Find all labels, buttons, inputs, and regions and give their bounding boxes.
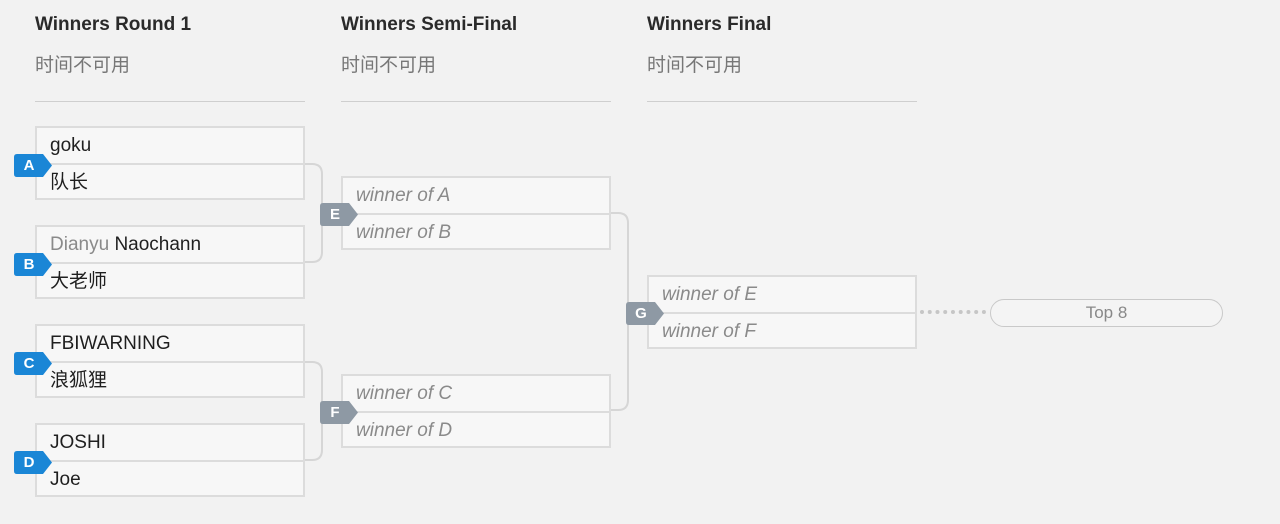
match-badge-e[interactable]: E	[320, 203, 358, 226]
match-badge-d[interactable]: D	[14, 451, 52, 474]
player-slot[interactable]: FBIWARNING	[37, 326, 303, 361]
player-name: 浪狐狸	[50, 370, 108, 391]
round-title: Winners Round 1	[35, 14, 192, 35]
player-slot-placeholder[interactable]: winner of B	[356, 222, 452, 243]
header-divider	[341, 101, 611, 102]
badge-tag-icon	[14, 352, 52, 375]
badge-tag-icon	[626, 302, 664, 325]
player-name: FBIWARNING	[50, 333, 171, 354]
player-slot[interactable]: Dianyu Naochann	[37, 227, 303, 262]
slot-divider	[37, 361, 303, 363]
match-d[interactable]: JOSHI Joe	[35, 423, 305, 497]
match-g[interactable]: winner of E winner of F	[647, 275, 917, 349]
round-title: Winners Final	[647, 14, 772, 35]
header-divider	[647, 101, 917, 102]
header-divider	[35, 101, 305, 102]
round-title: Winners Semi-Final	[341, 14, 518, 35]
badge-label: F	[330, 404, 340, 421]
player-slot[interactable]: goku	[37, 128, 303, 163]
slot-divider	[343, 411, 609, 413]
player-slot[interactable]: 队长	[37, 165, 303, 200]
slot-divider	[343, 213, 609, 215]
match-b[interactable]: Dianyu Naochann 大老师	[35, 225, 305, 299]
team-tag: Dianyu	[50, 234, 110, 255]
slot-divider	[37, 460, 303, 462]
badge-label: E	[329, 206, 340, 223]
badge-label: A	[23, 157, 35, 174]
badge-label: D	[23, 454, 35, 471]
player-name: 队长	[50, 172, 89, 193]
player-slot[interactable]: 浪狐狸	[37, 363, 303, 398]
badge-tag-icon	[320, 203, 358, 226]
match-e[interactable]: winner of A winner of B	[341, 176, 611, 250]
badge-tag-icon	[14, 451, 52, 474]
player-slot-placeholder[interactable]: winner of F	[662, 321, 756, 342]
round-time: 时间不可用	[341, 54, 437, 76]
match-badge-a[interactable]: A	[14, 154, 52, 177]
badge-label: B	[23, 256, 35, 273]
match-f[interactable]: winner of C winner of D	[341, 374, 611, 448]
player-slot-placeholder[interactable]: winner of D	[356, 420, 453, 441]
player-name: JOSHI	[50, 432, 106, 453]
next-stage-pill[interactable]: Top 8	[990, 299, 1223, 327]
player-slot-placeholder[interactable]: winner of C	[356, 383, 453, 404]
player-name: 大老师	[50, 271, 108, 292]
player-slot-placeholder[interactable]: winner of A	[356, 185, 451, 206]
badge-tag-icon	[320, 401, 358, 424]
slot-divider	[37, 262, 303, 264]
slot-divider	[37, 163, 303, 165]
player-slot[interactable]: 大老师	[37, 264, 303, 299]
match-badge-g[interactable]: G	[626, 302, 664, 325]
badge-label: C	[23, 355, 35, 372]
match-badge-b[interactable]: B	[14, 253, 52, 276]
player-slot[interactable]: JOSHI	[37, 425, 303, 460]
player-slot-placeholder[interactable]: winner of E	[662, 284, 758, 305]
player-name: Naochann	[114, 234, 202, 255]
badge-tag-icon	[14, 253, 52, 276]
match-a[interactable]: goku 队长	[35, 126, 305, 200]
badge-tag-icon	[14, 154, 52, 177]
next-stage-connector	[920, 310, 986, 318]
match-badge-f[interactable]: F	[320, 401, 358, 424]
player-name: goku	[50, 135, 92, 156]
match-badge-c[interactable]: C	[14, 352, 52, 375]
round-time: 时间不可用	[35, 54, 131, 76]
badge-label: G	[635, 305, 647, 322]
round-time: 时间不可用	[647, 54, 743, 76]
slot-divider	[649, 312, 915, 314]
player-slot[interactable]: Joe	[37, 462, 303, 497]
player-name: Joe	[50, 469, 81, 490]
match-c[interactable]: FBIWARNING 浪狐狸	[35, 324, 305, 398]
